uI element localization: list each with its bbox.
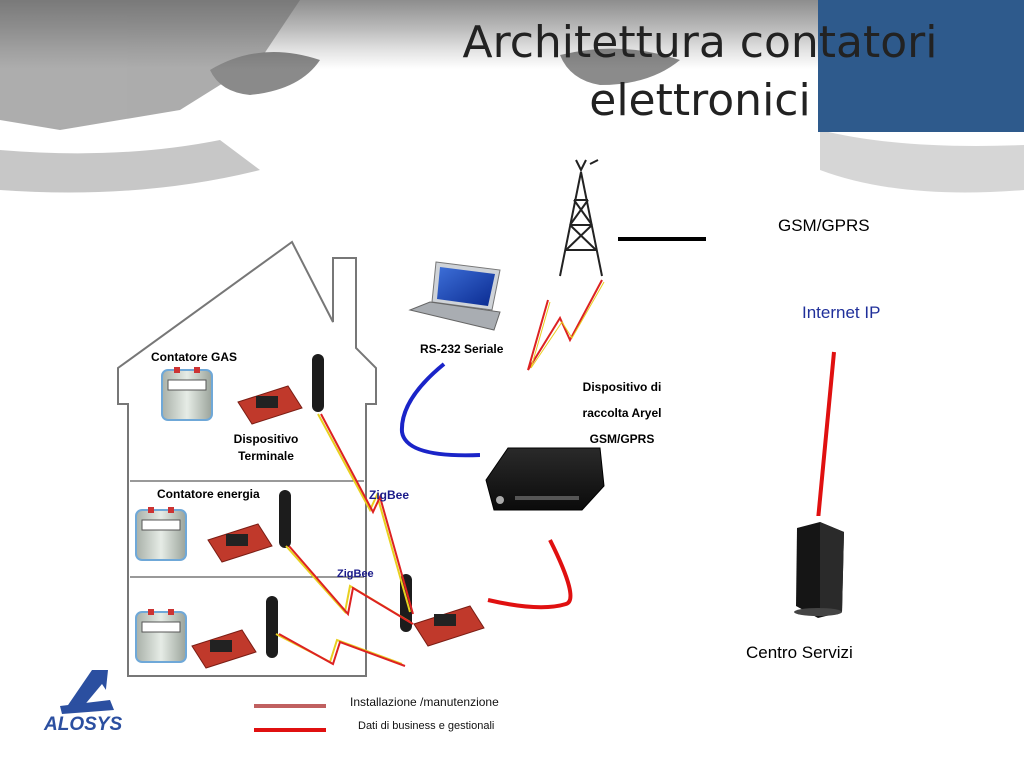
legend-text-install: Installazione /manutenzione [350,695,499,709]
label-collector-line3: GSM/GPRS [589,432,655,446]
laptop-icon [408,261,501,331]
internet-link [816,351,836,521]
label-contatore-gas: Contatore GAS [151,350,238,364]
label-collector-line2: raccolta Aryel [582,406,662,420]
label-collector: Dispositivo di raccolta Aryel GSM/GPRS [560,374,684,452]
label-rs232: RS-232 Seriale [420,342,504,356]
label-zigbee-2: ZigBee [337,568,374,580]
terminal-device-icon-1 [237,354,324,425]
house-outline [117,240,377,677]
alosys-logo-text: ALOSYS [44,714,123,735]
gas-meter-icon [161,367,213,421]
server-icon [782,516,858,618]
energy-meter-icon-1 [135,507,187,561]
energy-meter-icon-2 [135,609,187,663]
title-line-1: Architettura contatori [462,17,938,68]
collector-device-icon [480,440,608,514]
slide-title: Architettura contatori elettronici [380,14,1020,130]
legend-text-business: Dati di business e gestionali [358,720,495,732]
gprs-radio-link [527,279,605,371]
label-dispositivo-terminale: Dispositivo Terminale [216,431,316,465]
label-contatore-energia: Contatore energia [157,487,260,501]
label-zigbee-1: ZigBee [369,488,410,502]
blue-banner [818,0,1024,132]
label-centro-servizi: Centro Servizi [746,643,853,662]
face-texture [0,0,1024,193]
label-gsm-gprs: GSM/GPRS [778,216,870,235]
label-collector-line1: Dispositivo di [582,380,662,394]
rs232-cable [399,362,481,458]
data-link-lower [487,539,573,610]
label-dispositivo-line2: Terminale [238,449,294,463]
label-internet-ip: Internet IP [802,303,881,322]
terminal-device-icon-3 [191,596,278,669]
zigbee-links [275,413,414,667]
label-dispositivo-line1: Dispositivo [233,432,299,446]
terminal-device-icon-2 [207,490,291,563]
alosys-logo-mark [60,670,118,714]
title-line-2: elettronici [589,75,811,126]
radio-tower-icon [544,159,618,282]
